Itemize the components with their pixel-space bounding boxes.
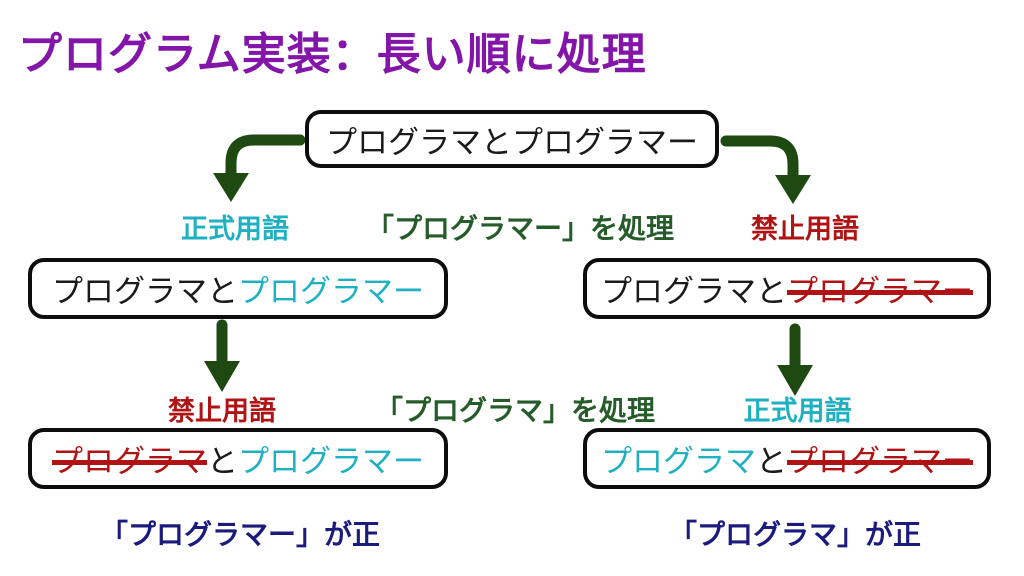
banned-term-text: プログラマー: [787, 274, 973, 309]
arrow-head: [204, 361, 240, 392]
arrow-shaft: [720, 135, 799, 183]
plain-text: プログラマと: [52, 274, 238, 309]
banned-term-text: プログラマー: [787, 444, 973, 479]
step1-right-box: プログラマとプログラマー: [583, 258, 991, 319]
arrow-left-down: [204, 319, 240, 392]
arrow-right-down: [777, 323, 813, 396]
page-title: プログラム実装：長い順に処理: [18, 30, 647, 79]
step2-left-box: プログラマとプログラマー: [28, 428, 448, 489]
step2-right-box: プログラマとプログラマー: [583, 428, 991, 489]
step1-left-box: プログラマとプログラマー: [28, 258, 448, 319]
result-note-left: 「プログラマー」が正: [99, 519, 380, 550]
step1-process-label: 「プログラマー」を処理: [365, 213, 674, 244]
step2-process-label: 「プログラマ」を処理: [374, 395, 655, 426]
arrow-shaft: [225, 134, 306, 181]
result-note-right: 「プログラマ」が正: [668, 519, 921, 550]
step2-right-label: 正式用語: [743, 396, 852, 426]
step2-left-label: 禁止用語: [168, 396, 276, 426]
arrow-top-left: [213, 134, 306, 202]
arrow-top-right: [720, 135, 811, 204]
step1-left-label: 正式用語: [181, 214, 289, 244]
step1-right-label: 禁止用語: [751, 214, 859, 244]
arrow-head: [775, 175, 811, 204]
source-term-box: プログラマとプログラマー: [305, 110, 719, 168]
plain-text: プログラマと: [601, 274, 787, 309]
official-term-text: プログラマ: [601, 444, 756, 479]
official-term-text: プログラマー: [238, 274, 424, 309]
official-term-text: プログラマー: [238, 444, 424, 479]
connector-text: と: [207, 444, 238, 479]
arrow-head: [213, 173, 249, 202]
banned-term-text: プログラマ: [52, 444, 207, 479]
source-term-text: プログラマとプログラマー: [326, 124, 698, 160]
connector-text: と: [756, 444, 787, 479]
